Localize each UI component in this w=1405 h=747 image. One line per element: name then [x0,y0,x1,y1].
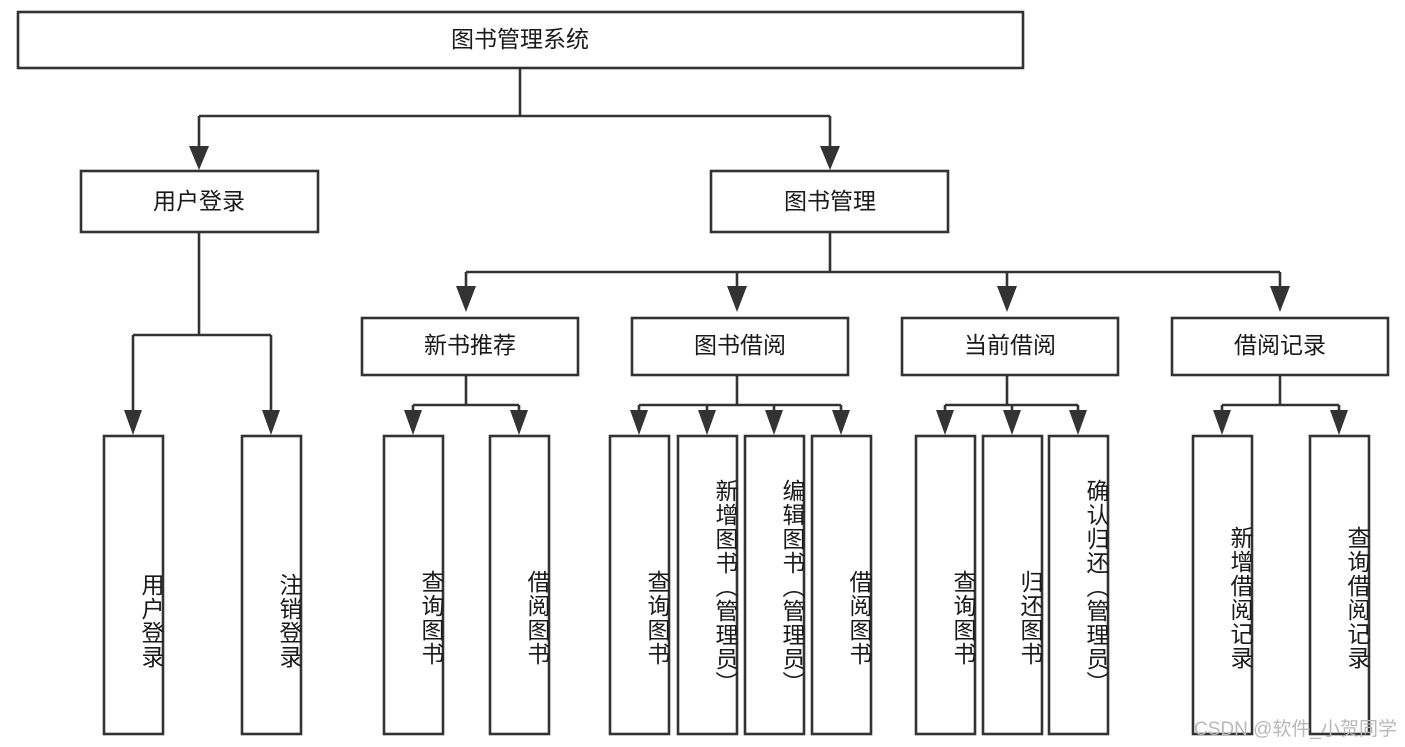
node-leaf-edit-book-box[interactable] [743,434,806,736]
node-new-book-recommend-box[interactable] [360,316,580,377]
arrowhead-leaf-query-book-1 [404,410,422,435]
arrowhead-leaf-logout [262,410,280,435]
node-leaf-borrow-book-1-box[interactable] [488,434,551,736]
arrowhead-new-book-recommend [456,286,476,312]
arrowhead-leaf-edit-book [765,410,783,435]
arrowhead-leaf-query-record [1330,410,1348,435]
arrowhead-leaf-borrow-book-1 [510,410,528,435]
arrowhead-leaf-user-login [124,410,142,435]
node-leaf-query-book-1-label: 查询图书 [418,569,444,666]
node-root-box[interactable] [16,10,1025,70]
node-current-borrow[interactable]: 当前借阅 [900,316,1120,377]
node-leaf-query-book-3-box[interactable] [914,434,977,736]
node-leaf-add-record-box[interactable] [1191,434,1254,736]
node-borrow-record[interactable]: 借阅记录 [1170,316,1390,377]
node-leaf-confirm-return-label: 确认归还（管理员） [1083,479,1109,695]
arrowhead-current-borrow [997,286,1017,312]
node-root-label: 图书管理系统 [451,26,589,52]
arrowhead-leaf-borrow-book-2 [832,410,850,435]
node-leaf-confirm-return-box[interactable] [1047,434,1110,736]
leaf-boxes-group [102,434,1371,736]
connector-group-root [189,68,840,170]
node-leaf-user-login-label: 用户登录 [138,573,164,669]
node-current-borrow-box[interactable] [900,316,1120,377]
arrowhead-leaf-confirm-return [1069,410,1087,435]
node-book-borrow-box[interactable] [630,316,850,377]
node-leaf-logout-label: 注销登录 [276,573,302,669]
node-borrow-record-label: 借阅记录 [1234,332,1326,358]
node-leaf-borrow-book-2-box[interactable] [810,434,873,736]
node-book-borrow-label: 图书借阅 [694,332,786,358]
node-user-login[interactable]: 用户登录 [79,169,320,234]
node-leaf-add-record-label: 新增借阅记录 [1227,525,1253,670]
node-leaf-query-book-2-box[interactable] [608,434,671,736]
node-leaf-add-book-box[interactable] [676,434,739,736]
node-leaf-return-book-box[interactable] [981,434,1044,736]
node-root[interactable]: 图书管理系统 [16,10,1025,70]
node-leaf-edit-book-label: 编辑图书（管理员） [779,479,805,695]
node-leaf-return-book-label: 归还图书 [1017,569,1043,666]
node-leaf-borrow-book-1-label: 借阅图书 [524,569,550,666]
arrowhead-leaf-add-record [1213,410,1231,435]
connector-group-current-borrow [936,375,1087,435]
connector-group-book-management [456,232,1290,312]
node-leaf-user-login-box[interactable] [102,434,165,736]
arrowhead-leaf-query-book-3 [936,410,954,435]
node-borrow-record-box[interactable] [1170,316,1390,377]
node-book-management-label: 图书管理 [784,188,876,214]
node-leaf-query-record-box[interactable] [1308,434,1371,736]
connector-group-book-borrow [630,375,850,435]
node-leaf-query-book-1-box[interactable] [382,434,445,736]
node-leaf-borrow-book-2-label: 借阅图书 [846,569,872,666]
node-new-book-recommend-label: 新书推荐 [424,332,516,358]
connector-group-user-login [124,232,280,435]
node-user-login-box[interactable] [79,169,320,234]
node-book-borrow[interactable]: 图书借阅 [630,316,850,377]
node-book-management[interactable]: 图书管理 [709,169,950,234]
arrowhead-user-login [189,146,209,170]
node-user-login-label: 用户登录 [153,188,245,214]
node-leaf-logout-box[interactable] [240,434,303,736]
csdn-watermark: CSDN @软件_小贺同学 [1194,719,1397,740]
arrowhead-leaf-return-book [1003,410,1021,435]
arrowhead-book-borrow [727,286,747,312]
node-current-borrow-label: 当前借阅 [964,332,1056,358]
connector-group-borrow-record [1213,375,1348,435]
arrowhead-leaf-query-book-2 [630,410,648,435]
node-leaf-query-record-label: 查询借阅记录 [1344,525,1370,670]
connector-group-new-book-recommend [404,375,528,435]
node-leaf-add-book-label: 新增图书（管理员） [712,479,738,695]
arrowhead-leaf-add-book [698,410,716,435]
node-book-management-box[interactable] [709,169,950,234]
node-leaf-query-book-3-label: 查询图书 [950,569,976,666]
node-new-book-recommend[interactable]: 新书推荐 [360,316,580,377]
arrowhead-borrow-record [1270,286,1290,312]
node-leaf-query-book-2-label: 查询图书 [644,569,670,666]
arrowhead-book-management [820,146,840,170]
